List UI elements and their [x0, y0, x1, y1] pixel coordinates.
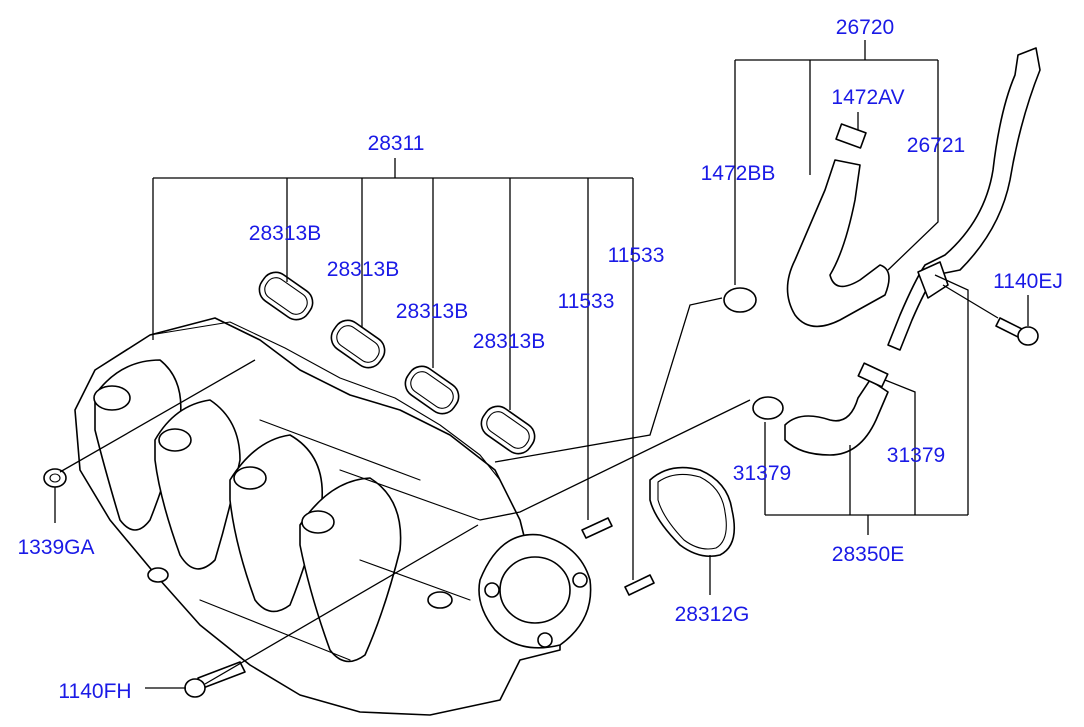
label-1472AV[interactable]: 1472AV	[831, 86, 904, 109]
label-11533-2[interactable]: 11533	[558, 290, 615, 313]
label-28313B-1[interactable]: 28313B	[249, 222, 321, 245]
intake-manifold	[74, 317, 592, 716]
label-28313B-4[interactable]: 28313B	[473, 330, 545, 353]
label-31379-left[interactable]: 31379	[733, 462, 791, 485]
throttle-body-gasket	[649, 466, 736, 558]
label-28311[interactable]: 28311	[368, 132, 425, 155]
label-11533-1[interactable]: 11533	[608, 244, 665, 267]
label-28312G[interactable]: 28312G	[675, 603, 750, 626]
label-31379-right[interactable]: 31379	[887, 444, 945, 467]
label-26720[interactable]: 26720	[836, 16, 894, 39]
label-28350E[interactable]: 28350E	[832, 543, 904, 566]
label-1140EJ[interactable]: 1140EJ	[993, 270, 1063, 293]
label-28313B-2[interactable]: 28313B	[327, 258, 399, 281]
label-26721[interactable]: 26721	[907, 134, 965, 157]
manifold-gaskets	[258, 271, 536, 455]
label-1339GA[interactable]: 1339GA	[17, 536, 94, 559]
leader-lines	[54, 40, 1029, 689]
part-labels: 26720 1472AV 26721 1472BB 28311 28313B 2…	[17, 16, 1062, 703]
studs	[581, 517, 655, 596]
label-28313B-3[interactable]: 28313B	[396, 300, 468, 323]
pcv-hoses	[723, 47, 1041, 456]
label-1140FH[interactable]: 1140FH	[58, 680, 131, 703]
label-1472BB[interactable]: 1472BB	[701, 162, 776, 185]
